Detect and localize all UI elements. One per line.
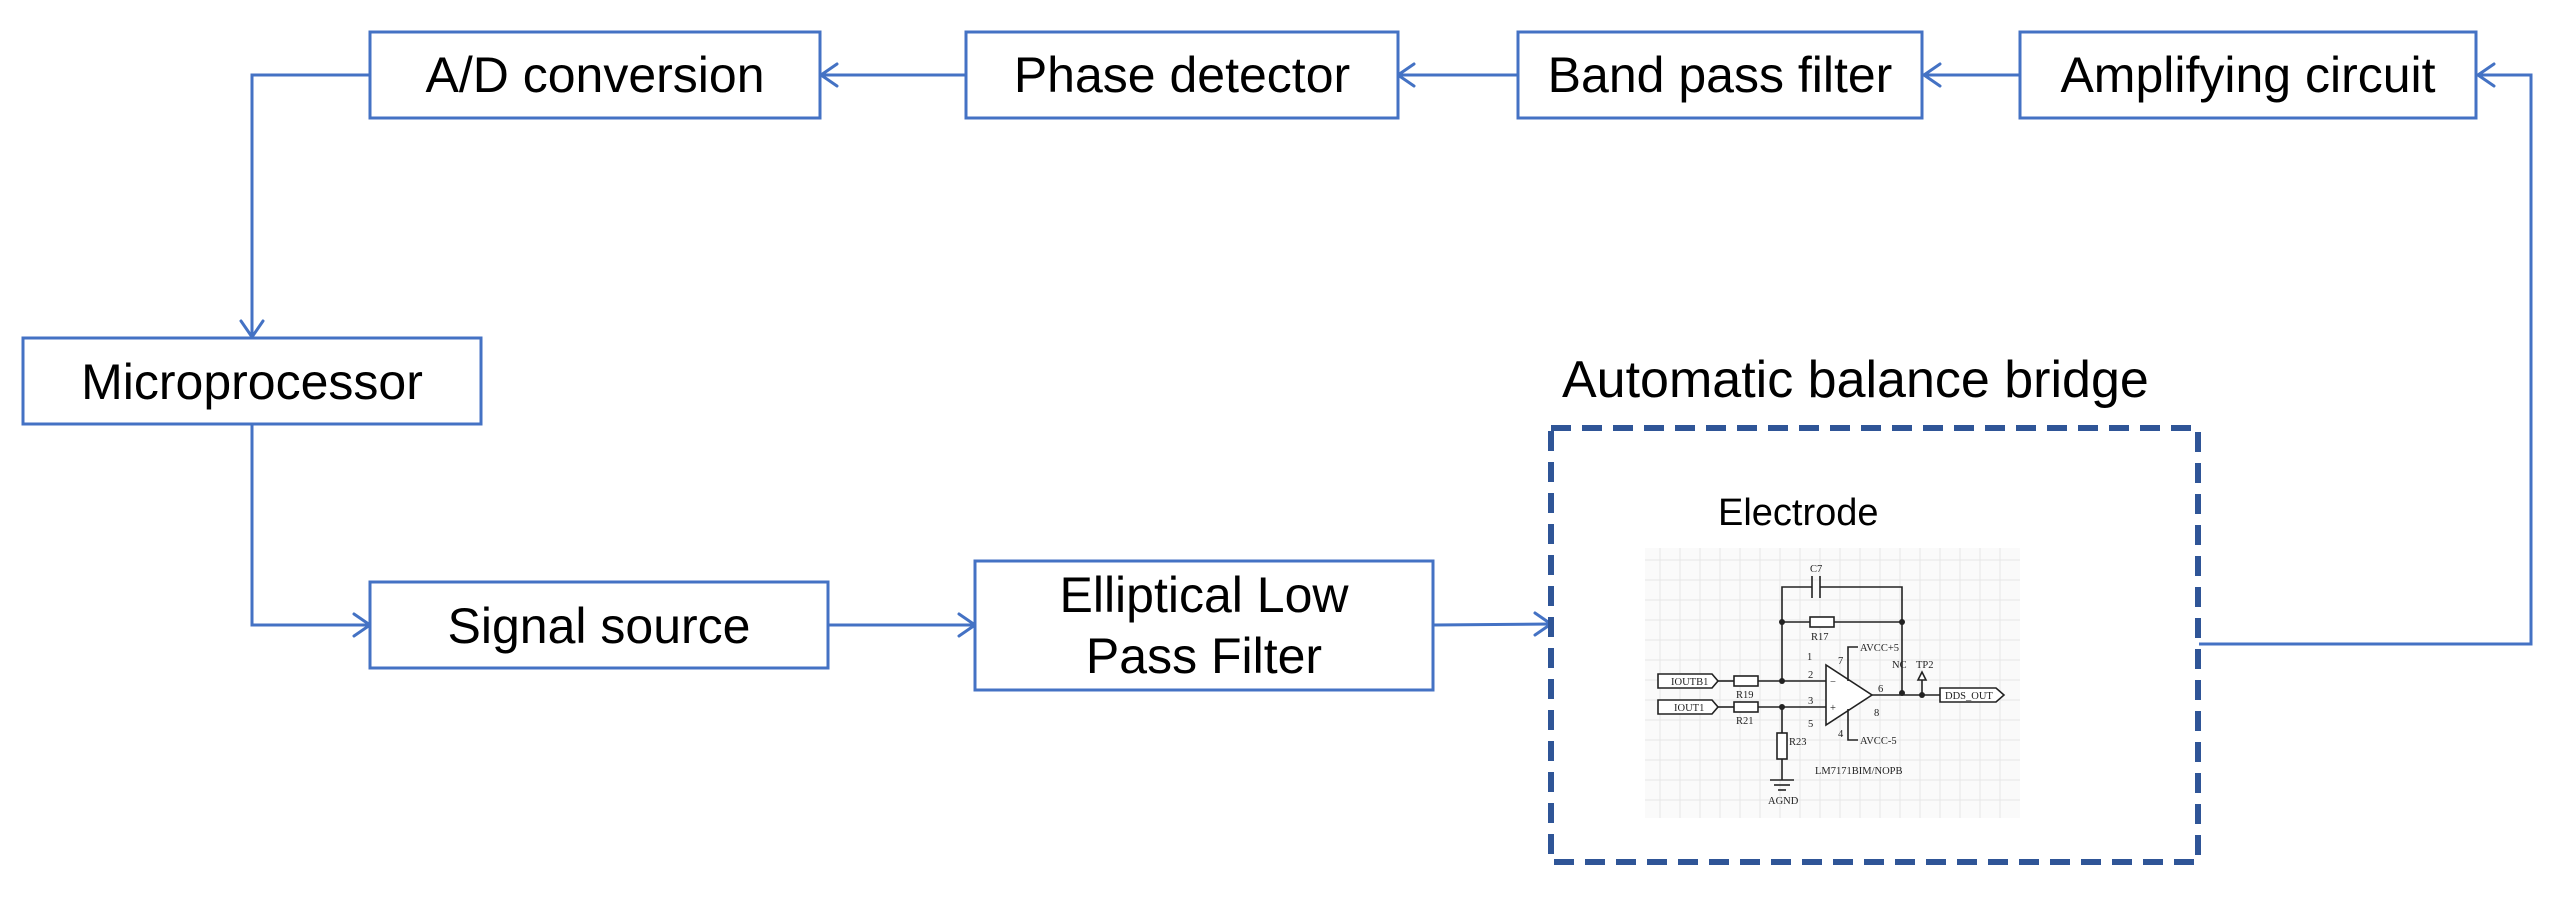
block-ad-conversion: A/D conversion <box>368 30 822 120</box>
label-r23: R23 <box>1789 737 1807 748</box>
label-microprocessor: Microprocessor <box>81 354 423 410</box>
connector-microprocessor-to-signal <box>250 425 370 627</box>
label-dds-out: DDS_OUT <box>1945 691 1993 702</box>
block-elliptical-filter: Elliptical Low Pass Filter <box>973 559 1435 692</box>
port-ioutb1 <box>1657 673 1720 689</box>
label-phase-detector: Phase detector <box>1014 47 1350 103</box>
label-amplifying-circuit: Amplifying circuit <box>2060 47 2435 103</box>
label-r19: R19 <box>1736 690 1754 701</box>
electrode-label: Electrode <box>1718 492 1879 534</box>
label-band-pass-filter: Band pass filter <box>1548 47 1893 103</box>
label-elliptical-filter-line1: Elliptical Low <box>1059 567 1349 623</box>
label-c7: C7 <box>1810 564 1822 575</box>
block-signal-source: Signal source <box>368 580 830 670</box>
label-pin5: 5 <box>1808 719 1813 730</box>
label-avcc-pos: AVCC+5 <box>1860 643 1899 654</box>
label-signal-source: Signal source <box>448 598 751 654</box>
port-iout1 <box>1657 699 1720 715</box>
connector-bridge-to-amplifier <box>2199 73 2533 646</box>
label-ad-conversion: A/D conversion <box>425 47 764 103</box>
arrowhead-amplifier <box>2476 62 2496 88</box>
label-pin1: 1 <box>1807 652 1812 663</box>
label-minus: − <box>1830 677 1836 688</box>
test-point-tp2-icon <box>1916 670 1928 681</box>
resistor-r17 <box>1809 616 1835 628</box>
block-band-pass-filter: Band pass filter <box>1516 30 1924 120</box>
block-phase-detector: Phase detector <box>964 30 1400 120</box>
label-iout1: IOUT1 <box>1674 703 1704 714</box>
arrowhead-bandpass <box>1922 62 1942 88</box>
label-r21: R21 <box>1736 716 1754 727</box>
connector-ad-to-microprocessor <box>250 73 370 337</box>
label-r17: R17 <box>1811 632 1829 643</box>
resistor-r23 <box>1776 732 1788 760</box>
label-pin6: 6 <box>1878 684 1883 695</box>
connectors <box>239 62 2533 646</box>
resistor-r21 <box>1733 701 1759 713</box>
label-pin4: 4 <box>1838 729 1844 740</box>
resistor-r19 <box>1733 675 1759 687</box>
block-microprocessor: Microprocessor <box>21 336 483 426</box>
label-plus: + <box>1830 703 1836 714</box>
label-pin3: 3 <box>1808 696 1813 707</box>
label-pin8: 8 <box>1874 708 1879 719</box>
label-tp2: TP2 <box>1916 660 1934 671</box>
label-avcc-neg: AVCC-5 <box>1860 736 1897 747</box>
op-amp-lm7171 <box>1825 663 1874 727</box>
electrode-schematic: C7 R17 AVCC+5 AVCC-5 IOUTB1 IOUT1 R19 R2… <box>1645 548 2020 818</box>
label-nc: NC <box>1892 660 1907 671</box>
label-agnd: AGND <box>1768 796 1799 807</box>
label-elliptical-filter-line2: Pass Filter <box>1086 628 1322 684</box>
label-pin2: 2 <box>1808 670 1813 681</box>
bridge-region <box>1548 425 2201 865</box>
label-ioutb1: IOUTB1 <box>1671 677 1708 688</box>
label-chip: LM7171BIM/NOPB <box>1815 766 1903 777</box>
block-amplifying-circuit: Amplifying circuit <box>2018 30 2478 120</box>
label-pin7: 7 <box>1838 656 1843 667</box>
connector-filter-to-bridge <box>1433 622 1552 627</box>
bridge-title: Automatic balance bridge <box>1562 351 2149 409</box>
port-dds-out <box>1939 687 2006 703</box>
